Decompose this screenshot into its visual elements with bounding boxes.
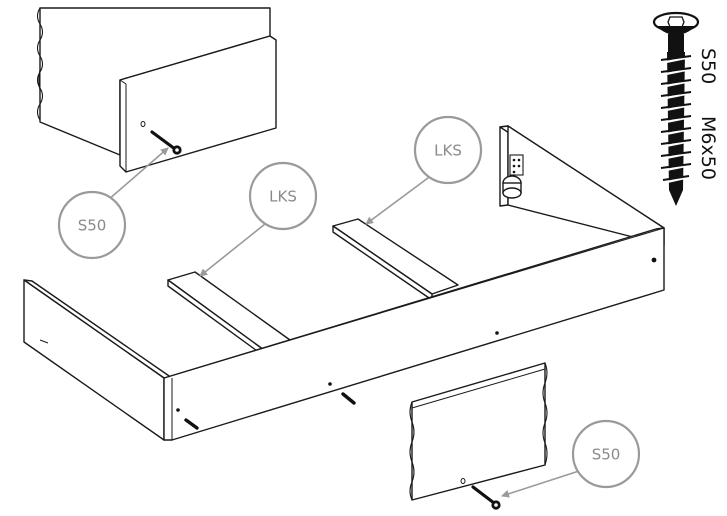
hole [328, 382, 332, 386]
screw-icon [150, 130, 182, 155]
break-line-bottom-right [542, 362, 548, 466]
slat-left [167, 271, 291, 351]
callout-s50-top: S50 [57, 147, 169, 260]
leader-line [107, 147, 169, 201]
screw-icon [652, 11, 700, 206]
pilot-hole [140, 121, 146, 127]
front-rail-face [163, 227, 665, 441]
hole [495, 331, 499, 335]
bottom-panel-detail [411, 362, 546, 501]
detail-bottom [409, 362, 548, 510]
front-rail-top-edge [163, 227, 665, 379]
screw-code-label: S50 [697, 48, 719, 84]
screw-icon [184, 418, 199, 430]
detail-top-left [36, 7, 277, 173]
slat-right [332, 218, 459, 295]
callout-circle [248, 161, 318, 231]
callout-label: S50 [592, 446, 621, 464]
callout-lks-right: LKS [365, 115, 483, 225]
screw-size-label: M6x50 [697, 116, 719, 180]
end-panel-corner [119, 79, 127, 85]
bolt-icon [502, 175, 522, 199]
leader-line [501, 469, 583, 498]
break-line-bottom-left [409, 401, 415, 501]
side-rail-right [507, 125, 665, 246]
bracket-icon [509, 154, 524, 176]
screw-spec: S50 M6x50 [652, 11, 719, 206]
callout-s50-bottom: S50 [501, 419, 641, 498]
screw-icon [341, 392, 356, 405]
callout-label: S50 [78, 217, 107, 235]
main-frame [23, 125, 665, 441]
callout-lks-left: LKS [199, 161, 318, 277]
foot-mark [39, 339, 49, 344]
break-line-left [36, 7, 44, 121]
leader-line [365, 174, 433, 225]
callout-circle [413, 115, 483, 185]
callout-label: LKS [434, 142, 462, 160]
leader-line [199, 223, 266, 277]
callout-label: LKS [269, 188, 297, 206]
hole [176, 408, 180, 412]
callout-circle [571, 419, 641, 489]
pilot-hole [460, 478, 466, 484]
hole [651, 257, 657, 263]
callout-circle [57, 190, 127, 260]
bottom-panel-edge [411, 368, 546, 409]
screw-icon [471, 485, 501, 510]
